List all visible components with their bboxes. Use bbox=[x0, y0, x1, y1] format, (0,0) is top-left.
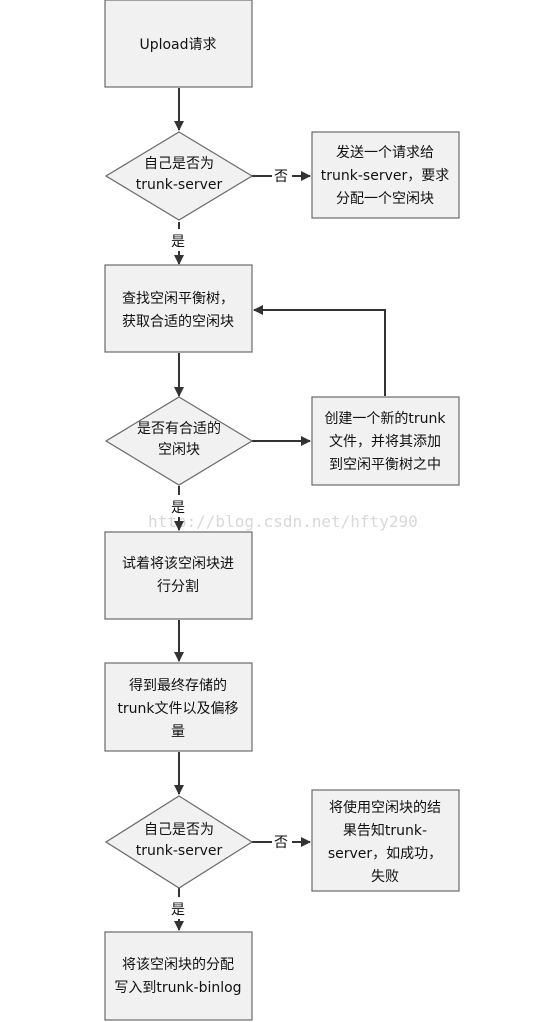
node-create-trunk: 创建一个新的trunk 文件，并将其添加 到空闲平衡树之中 bbox=[311, 396, 460, 486]
node-upload: Upload请求 bbox=[104, 0, 253, 88]
edge-label-d1-yes: 是 bbox=[171, 234, 185, 250]
watermark-text: http://blog.csdn.net/hfty290 bbox=[148, 512, 418, 531]
node-decision-3-line-1: 自己是否为 bbox=[144, 822, 214, 838]
node-get-final-storage-line-3: 量 bbox=[171, 724, 185, 740]
node-notify-result-line-3: server，如成功， bbox=[328, 846, 442, 862]
node-create-trunk-line-2: 文件，并将其添加 bbox=[329, 434, 441, 450]
node-create-trunk-line-3: 到空闲平衡树之中 bbox=[329, 457, 441, 473]
node-split-block: 试着将该空闲块进 行分割 bbox=[104, 531, 253, 620]
node-split-block-line-2: 行分割 bbox=[157, 578, 199, 595]
node-decision-2-line-1: 是否有合适的 bbox=[137, 421, 221, 437]
node-create-trunk-line-1: 创建一个新的trunk bbox=[324, 411, 446, 427]
node-decision-3: 自己是否为 trunk-server bbox=[104, 795, 254, 889]
node-decision-2: 是否有合适的 空闲块 bbox=[104, 396, 254, 486]
edge-label-d2-yes: 是 bbox=[171, 500, 185, 516]
node-notify-result-line-4: 失败 bbox=[371, 869, 399, 885]
edge-label-d3-yes: 是 bbox=[171, 902, 185, 918]
node-get-final-storage-line-2: trunk文件以及偏移 bbox=[117, 701, 238, 717]
node-send-request: 发送一个请求给 trunk-server，要求 分配一个空闲块 bbox=[311, 131, 460, 219]
node-decision-2-line-2: 空闲块 bbox=[158, 442, 200, 458]
node-split-block-line-1: 试着将该空闲块进 bbox=[122, 556, 234, 572]
node-find-free-block: 查找空闲平衡树， 获取合适的空闲块 bbox=[104, 264, 253, 353]
node-decision-1-line-1: 自己是否为 bbox=[144, 156, 214, 172]
node-write-binlog-line-2: 写入到trunk-binlog bbox=[114, 980, 241, 996]
edge-create-find bbox=[253, 305, 386, 396]
edge-label-d1-no: 否 bbox=[274, 169, 288, 185]
node-write-binlog-line-1: 将该空闲块的分配 bbox=[122, 957, 234, 973]
node-get-final-storage-line-1: 得到最终存储的 bbox=[129, 677, 227, 694]
node-decision-3-line-2: trunk-server bbox=[136, 843, 223, 859]
node-find-free-block-line-1: 查找空闲平衡树， bbox=[122, 291, 234, 307]
node-send-request-line-2: trunk-server，要求 bbox=[321, 168, 449, 184]
node-send-request-line-1: 发送一个请求给 bbox=[336, 145, 434, 161]
node-upload-label: Upload请求 bbox=[139, 37, 216, 53]
node-find-free-block-line-2: 获取合适的空闲块 bbox=[122, 314, 234, 330]
node-notify-result: 将使用空闲块的结 果告知trunk- server，如成功， 失败 bbox=[311, 789, 460, 892]
node-send-request-line-3: 分配一个空闲块 bbox=[336, 191, 434, 207]
node-write-binlog: 将该空闲块的分配 写入到trunk-binlog bbox=[104, 931, 253, 1021]
edge-labels: 否 是 是 否 是 bbox=[170, 164, 292, 919]
edge-label-d3-no: 否 bbox=[274, 835, 288, 851]
node-get-final-storage: 得到最终存储的 trunk文件以及偏移 量 bbox=[104, 662, 253, 752]
node-notify-result-line-1: 将使用空闲块的结 bbox=[329, 799, 441, 816]
node-notify-result-line-2: 果告知trunk- bbox=[343, 822, 427, 839]
node-decision-1: 自己是否为 trunk-server bbox=[104, 131, 254, 221]
node-decision-1-line-2: trunk-server bbox=[136, 177, 223, 193]
